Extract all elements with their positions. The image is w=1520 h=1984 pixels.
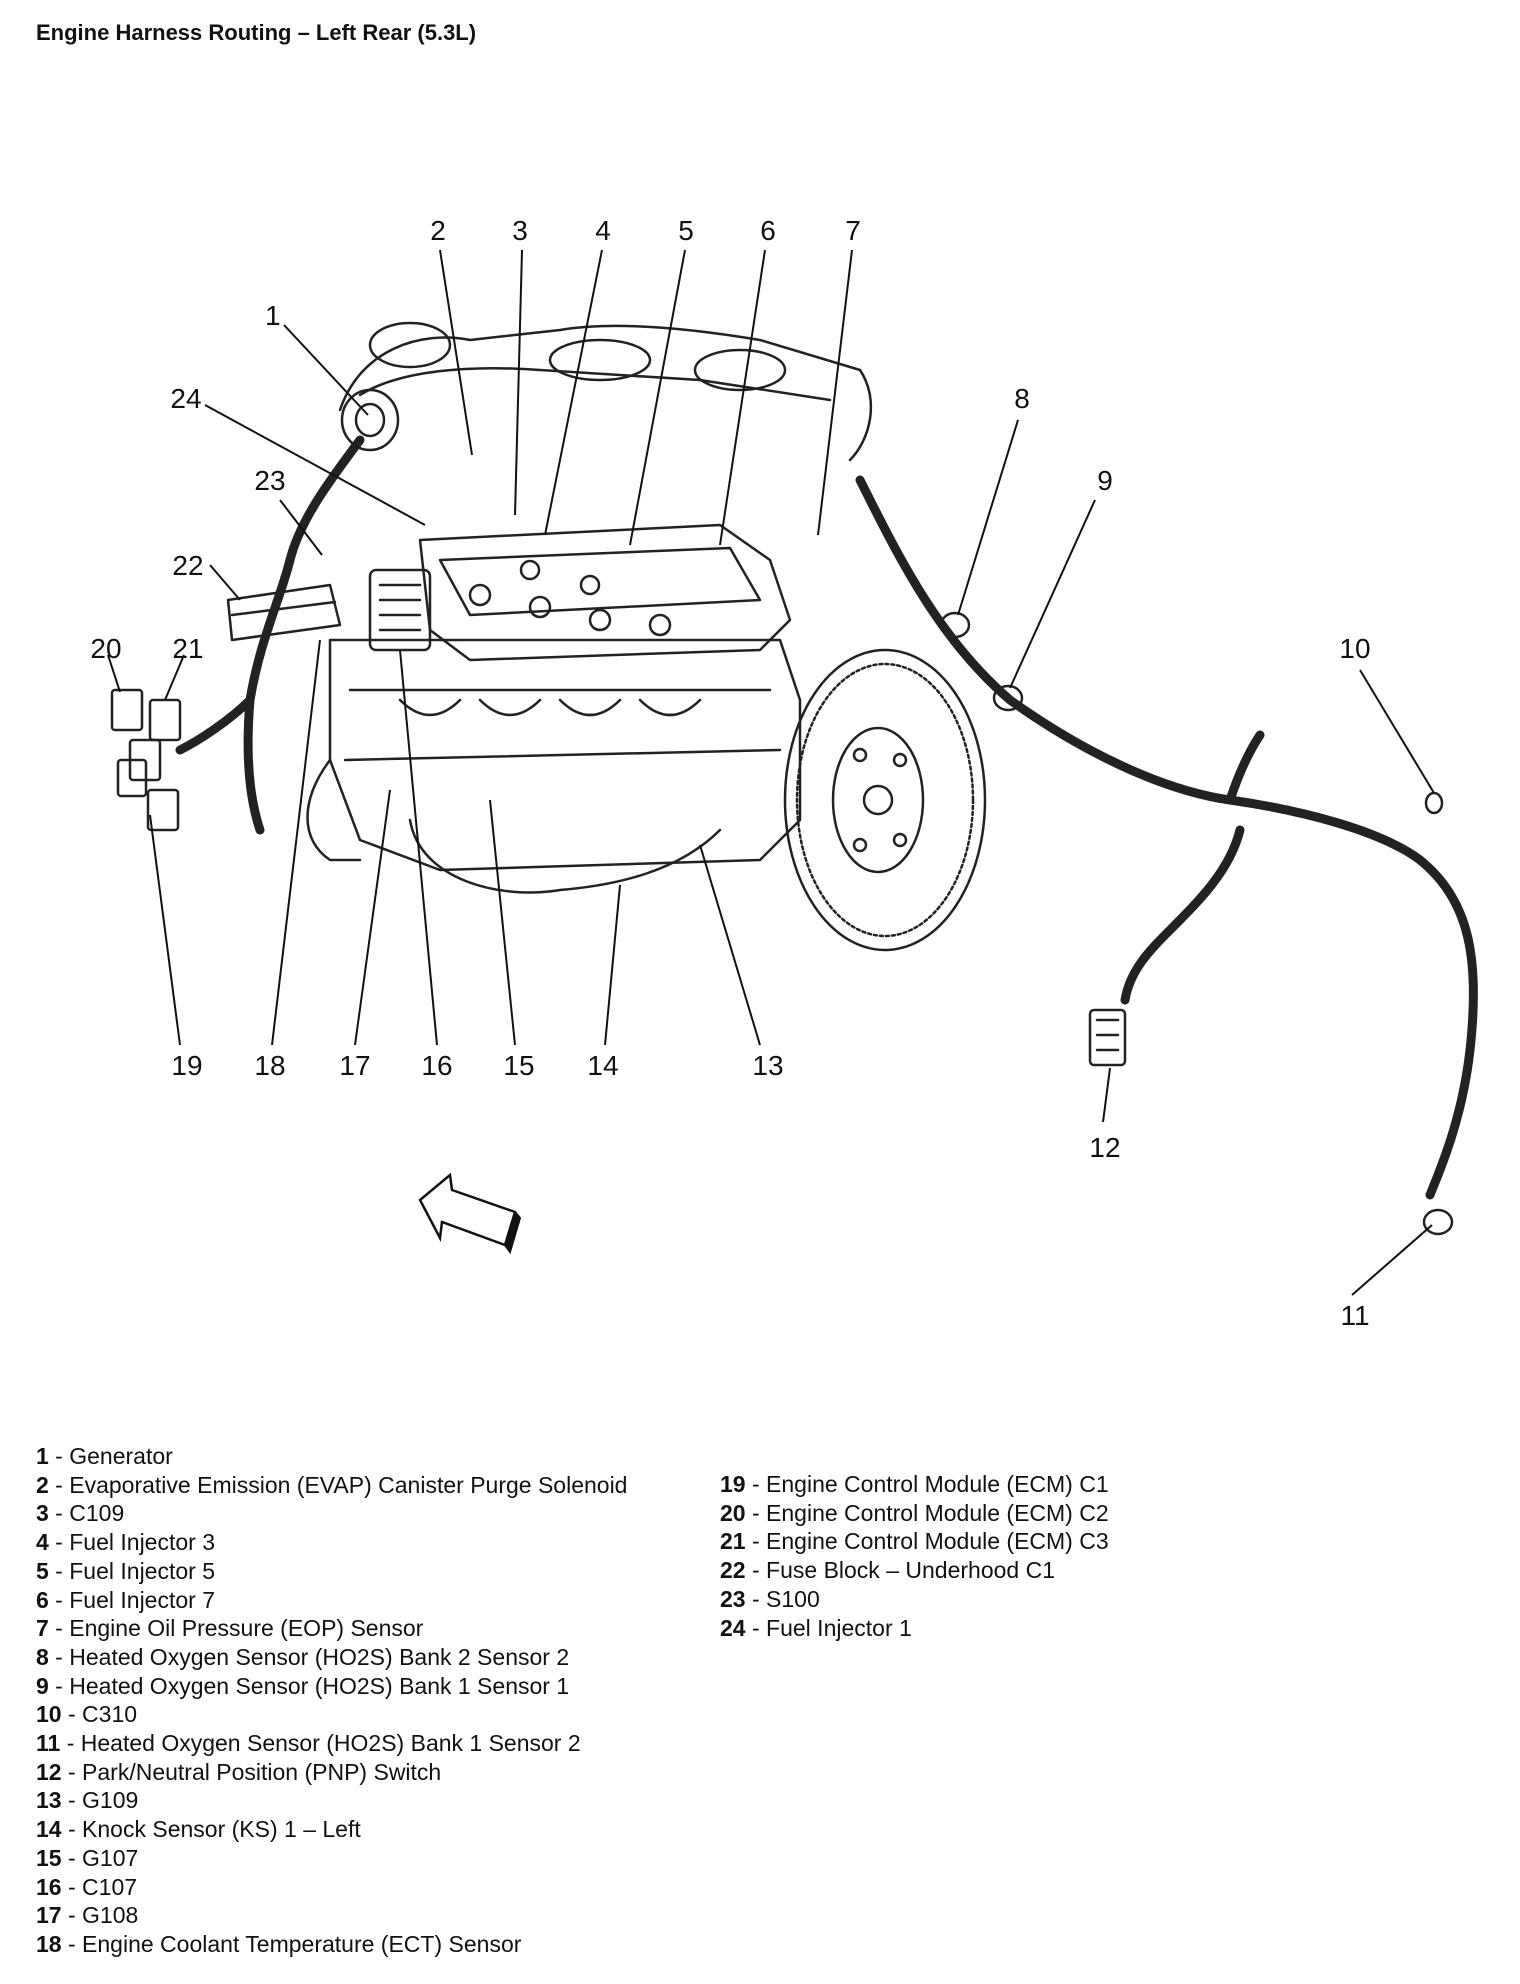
legend-left-column: 1 - Generator 2 - Evaporative Emission (… xyxy=(36,1442,736,1959)
callout-14: 14 xyxy=(587,1050,618,1081)
callout-1: 1 xyxy=(265,300,281,331)
legend-item: 10 - C310 xyxy=(36,1701,138,1728)
legend-item: 1 - Generator xyxy=(36,1443,173,1469)
callout-12: 12 xyxy=(1089,1132,1120,1163)
legend-item: 8 - Heated Oxygen Sensor (HO2S) Bank 2 S… xyxy=(36,1643,570,1670)
callout-15: 15 xyxy=(503,1050,534,1081)
legend-item: 9 - Heated Oxygen Sensor (HO2S) Bank 1 S… xyxy=(36,1672,570,1699)
callout-19: 19 xyxy=(171,1050,202,1081)
legend-right-column: 19 - Engine Control Module (ECM) C1 20 -… xyxy=(720,1470,1480,1642)
callout-numbers: 1 2 3 4 5 6 7 8 9 10 11 12 13 14 15 16 1… xyxy=(90,215,1370,1331)
callout-7: 7 xyxy=(845,215,861,246)
legend-item: 15 - G107 xyxy=(36,1844,139,1871)
legend-item: 7 - Engine Oil Pressure (EOP) Sensor xyxy=(36,1615,424,1642)
diagram-title: Engine Harness Routing – Left Rear (5.3L… xyxy=(36,20,477,45)
engine-harness-diagram: 1 2 3 4 5 6 7 8 9 10 11 12 13 14 15 16 1… xyxy=(90,215,1478,1331)
legend-item: 19 - Engine Control Module (ECM) C1 xyxy=(720,1471,1109,1497)
callout-5: 5 xyxy=(678,215,694,246)
legend-item: 18 - Engine Coolant Temperature (ECT) Se… xyxy=(36,1930,522,1957)
callout-24: 24 xyxy=(170,383,201,414)
legend-item: 23 - S100 xyxy=(720,1585,820,1612)
legend-item: 17 - G108 xyxy=(36,1902,139,1929)
callout-18: 18 xyxy=(254,1050,285,1081)
callout-10: 10 xyxy=(1339,633,1370,664)
callout-4: 4 xyxy=(595,215,611,246)
legend-item: 11 - Heated Oxygen Sensor (HO2S) Bank 1 … xyxy=(36,1730,581,1757)
callout-21: 21 xyxy=(172,633,203,664)
wiring-harness xyxy=(175,435,1478,1200)
legend-item: 3 - C109 xyxy=(36,1500,125,1527)
legend-item: 24 - Fuel Injector 1 xyxy=(720,1614,912,1641)
callout-20: 20 xyxy=(90,633,121,664)
callout-6: 6 xyxy=(760,215,776,246)
callout-11: 11 xyxy=(1340,1300,1369,1331)
callout-9: 9 xyxy=(1097,465,1113,496)
callout-22: 22 xyxy=(172,550,203,581)
callout-23: 23 xyxy=(254,465,285,496)
legend-item: 21 - Engine Control Module (ECM) C3 xyxy=(720,1528,1109,1555)
legend-item: 12 - Park/Neutral Position (PNP) Switch xyxy=(36,1758,442,1785)
legend-item: 2 - Evaporative Emission (EVAP) Canister… xyxy=(36,1471,628,1498)
legend-item: 5 - Fuel Injector 5 xyxy=(36,1557,215,1584)
leader-lines xyxy=(107,249,1435,1296)
legend-item: 6 - Fuel Injector 7 xyxy=(36,1586,215,1613)
legend-item: 20 - Engine Control Module (ECM) C2 xyxy=(720,1499,1109,1526)
callout-17: 17 xyxy=(339,1050,370,1081)
engine-illustration xyxy=(110,321,1127,1067)
legend-item: 4 - Fuel Injector 3 xyxy=(36,1529,215,1556)
legend-item: 22 - Fuse Block – Underhood C1 xyxy=(720,1557,1055,1584)
direction-arrow-icon xyxy=(418,1172,522,1255)
callout-2: 2 xyxy=(430,215,446,246)
callout-16: 16 xyxy=(421,1050,452,1081)
callout-3: 3 xyxy=(512,215,528,246)
legend-item: 13 - G109 xyxy=(36,1787,139,1814)
callout-8: 8 xyxy=(1014,383,1030,414)
legend-item: 14 - Knock Sensor (KS) 1 – Left xyxy=(36,1816,361,1843)
callout-13: 13 xyxy=(752,1050,783,1081)
legend-item: 16 - C107 xyxy=(36,1873,138,1900)
